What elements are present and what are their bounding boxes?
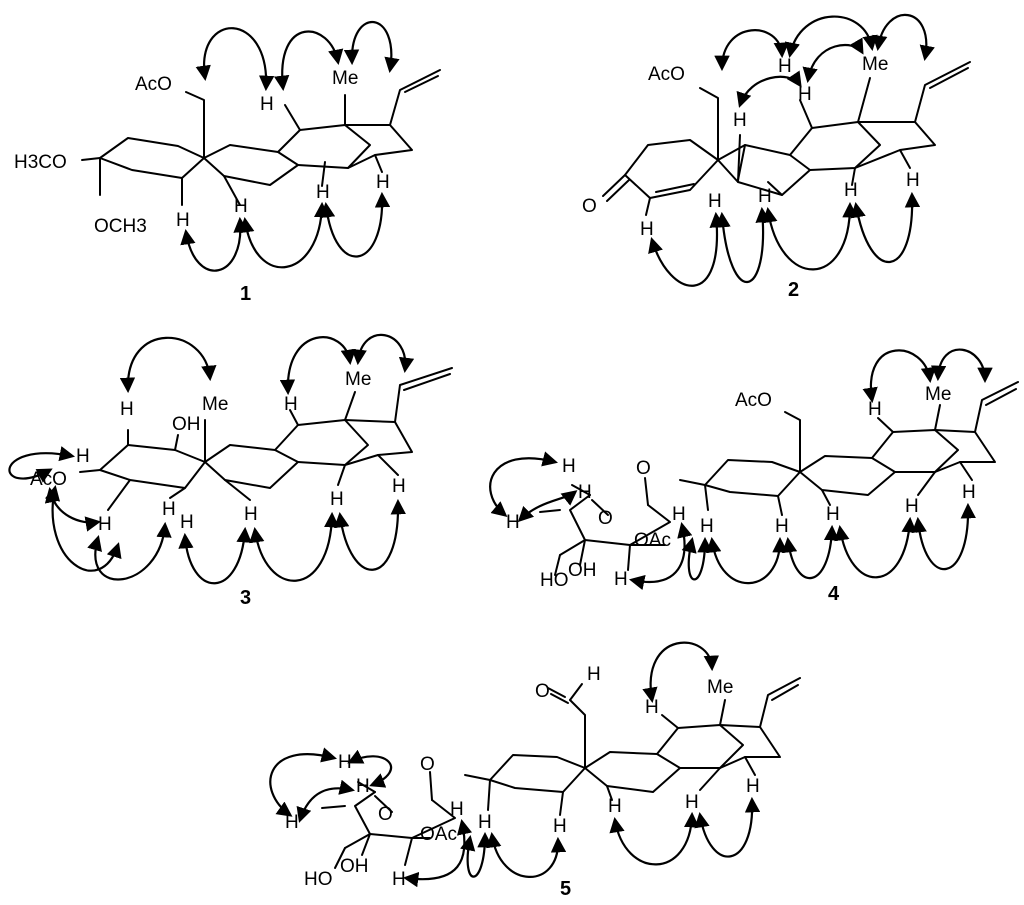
compound-4-h-atom: H: [775, 516, 789, 537]
compound-5-skeleton: [321, 677, 801, 869]
compound-5-me-label: Me: [707, 677, 733, 698]
compound-3-h-atom: H: [98, 514, 112, 535]
compound-5-h-atom: H: [392, 869, 406, 890]
compound-2-aco-label: AcO: [648, 64, 685, 85]
compound-1-me-label: Me: [332, 68, 358, 89]
compound-4-h-atom: H: [506, 512, 520, 533]
compound-3-me-left-label: Me: [202, 394, 228, 415]
compound-1-skeleton: [81, 69, 441, 206]
compound-2-h-atom: H: [798, 84, 812, 105]
compound-5-h-atom: H: [450, 799, 464, 820]
compound-4-h-atom: H: [700, 516, 714, 537]
compound-4-h-atom: H: [826, 504, 840, 525]
compound-2-h-atom: H: [758, 186, 772, 207]
compound-4-aco-label: AcO: [735, 390, 772, 411]
compound-3-h-atom: H: [162, 499, 176, 520]
compound-4-h-atom: H: [578, 482, 592, 503]
compound-1-h-atom: H: [376, 172, 390, 193]
compound-1-h-atom: H: [316, 182, 330, 203]
compound-4-me-label: Me: [925, 384, 951, 405]
compound-4-h-atom: H: [672, 504, 686, 525]
compound-5-oh-label: OH: [340, 856, 369, 877]
compound-3-h-atom: H: [284, 394, 298, 415]
compound-1-h-atom: H: [176, 210, 190, 231]
compound-4-h-atom: H: [868, 399, 882, 420]
compound-2-me-label: Me: [862, 54, 888, 75]
compound-1-h-atom: H: [234, 196, 248, 217]
compound-2-structure: AcO Me O H H H H H H H H 2: [582, 13, 971, 301]
compound-3-h-atom: H: [330, 489, 344, 510]
compound-3-correlation-arrows: [8, 333, 415, 585]
compound-5-h-atom: H: [587, 664, 601, 685]
compound-2-h-atom: H: [733, 110, 747, 131]
compound-5-structure: O Me O O OAc HO OH H H H H H H H H H H H…: [269, 641, 801, 900]
compound-5-h-atom: H: [685, 792, 699, 813]
compound-1-number: 1: [240, 283, 251, 305]
compound-5-h-atom: H: [746, 776, 760, 797]
compound-5-h-atom: H: [478, 812, 492, 833]
compound-5-number: 5: [560, 878, 571, 900]
compound-3-oh-label: OH: [172, 414, 201, 435]
compound-2-number: 2: [788, 279, 799, 301]
compound-3-structure: AcO OH Me Me H H H H H H H H H 3: [8, 333, 453, 609]
compound-3-h-atom: H: [76, 446, 90, 467]
compound-5-ring-o-label: O: [378, 804, 393, 825]
compound-4-oh-label: OH: [568, 560, 597, 581]
compound-1-h-atom: H: [260, 94, 274, 115]
compound-2-ketone-o-label: O: [582, 196, 597, 217]
compound-4-glyco-o-label: O: [636, 458, 651, 479]
compound-4-ho-label: HO: [540, 570, 569, 591]
compound-5-h-atom: H: [553, 816, 567, 837]
compound-4-oac-label: OAc: [634, 530, 671, 551]
compound-2-h-atom: H: [640, 219, 654, 240]
compound-4-structure: AcO Me O O OAc HO OH H H H H H H H H H H…: [489, 348, 1019, 605]
compound-5-h-atom: H: [356, 776, 370, 797]
compound-1-correlation-arrows: [180, 20, 400, 272]
compound-5-h-atom: H: [338, 752, 352, 773]
compound-4-h-atom: H: [962, 482, 976, 503]
compound-2-h-atom: H: [708, 191, 722, 212]
compound-1-h3co-label: H3CO: [14, 152, 67, 173]
compound-3-me-right-label: Me: [345, 369, 371, 390]
compound-5-ho-label: HO: [304, 869, 333, 890]
compound-2-h-atom: H: [906, 170, 920, 191]
compound-5-glyco-o-label: O: [420, 754, 435, 775]
compound-5-h-atom: H: [285, 812, 299, 833]
compound-2-h-atom: H: [778, 56, 792, 77]
compound-4-correlation-arrows: [489, 348, 993, 591]
compound-5-h-atom: H: [608, 796, 622, 817]
compound-1-och3-label: OCH3: [94, 216, 147, 237]
compound-2-correlation-arrows: [648, 13, 935, 287]
compound-2-h-atom: H: [844, 180, 858, 201]
compound-3-number: 3: [240, 587, 251, 609]
compound-4-number: 4: [828, 583, 840, 605]
compound-3-h-atom: H: [392, 476, 406, 497]
compound-3-aco-label: AcO: [30, 469, 67, 490]
compound-3-h-atom: H: [120, 399, 134, 420]
compound-5-h-atom: H: [645, 697, 659, 718]
compound-4-ring-o-label: O: [598, 508, 613, 529]
compound-1-structure: AcO Me H3CO OCH3 H H H H H 1: [14, 20, 441, 305]
compound-4-h-atom: H: [562, 456, 576, 477]
compound-4-h-atom: H: [614, 569, 628, 590]
compound-2-skeleton: [602, 61, 971, 216]
compound-5-aldehyde-o-label: O: [535, 681, 550, 702]
compound-3-skeleton: [79, 367, 453, 511]
compound-4-h-atom: H: [905, 496, 919, 517]
compound-5-oac-label: OAc: [420, 824, 457, 845]
compound-1-aco-label: AcO: [135, 74, 172, 95]
compound-5-correlation-arrows: [269, 641, 761, 888]
compound-3-h-atom: H: [180, 512, 194, 533]
compound-3-h-atom: H: [244, 504, 258, 525]
